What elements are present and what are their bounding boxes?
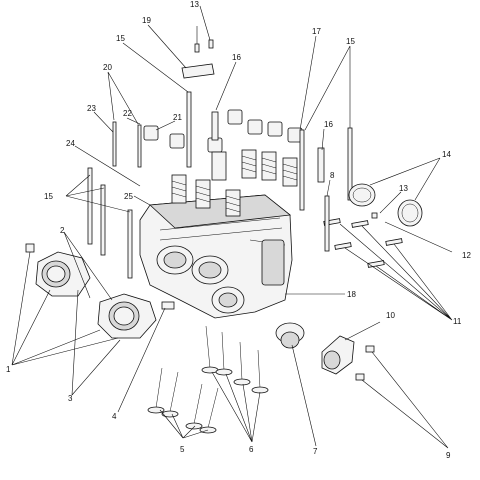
valves — [147, 325, 269, 434]
callout-13-right: 13 — [399, 184, 408, 193]
callout-4: 4 — [112, 412, 117, 421]
callout-5: 5 — [180, 445, 185, 454]
thermostat-cover — [321, 335, 375, 381]
callout-15-right: 15 — [346, 37, 355, 46]
spark-plugs — [211, 111, 325, 183]
callout-6: 6 — [249, 445, 254, 454]
cylinder-head — [139, 194, 293, 319]
callout-16-right: 16 — [324, 120, 333, 129]
callout-18: 18 — [347, 290, 356, 299]
callout-23: 23 — [87, 104, 96, 113]
callout-15-top: 15 — [116, 34, 125, 43]
callout-3: 3 — [68, 394, 73, 403]
callout-8: 8 — [330, 171, 335, 180]
callout-14: 14 — [442, 150, 451, 159]
callout-13-top: 13 — [190, 0, 199, 9]
callout-16-left: 16 — [232, 53, 241, 62]
valve-springs-group — [143, 109, 303, 217]
cylinder-head-studs — [87, 91, 353, 279]
callout-25: 25 — [124, 192, 133, 201]
intake-manifolds — [25, 243, 157, 339]
callout-2: 2 — [60, 226, 65, 235]
callout-24: 24 — [66, 139, 75, 148]
callout-10: 10 — [386, 311, 395, 320]
upper-bracket — [181, 39, 215, 79]
thermostat — [275, 322, 305, 349]
callout-21: 21 — [173, 113, 182, 122]
callout-19: 19 — [142, 16, 151, 25]
callout-17: 17 — [312, 27, 321, 36]
callout-7: 7 — [313, 447, 318, 456]
callout-22: 22 — [123, 109, 132, 118]
callout-20: 20 — [103, 63, 112, 72]
o-rings — [348, 183, 423, 227]
callout-1: 1 — [6, 365, 11, 374]
callout-9: 9 — [446, 451, 451, 460]
leader-lines — [11, 5, 453, 449]
small-studs — [323, 212, 403, 268]
stud-8 — [324, 195, 330, 252]
callout-15-left: 15 — [44, 192, 53, 201]
callout-labels: 13 19 15 16 17 15 20 23 22 21 16 24 14 8… — [6, 0, 471, 460]
callout-11: 11 — [453, 317, 462, 326]
temperature-sensor — [161, 301, 175, 310]
callout-12: 12 — [462, 251, 471, 260]
